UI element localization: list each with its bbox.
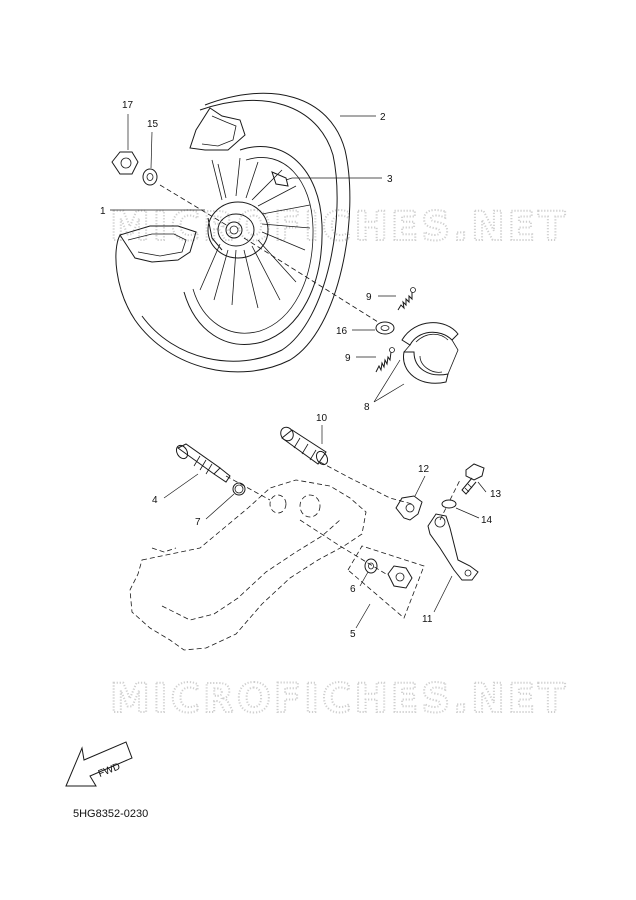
callout-7: 7 (195, 517, 201, 528)
callout-1: 1 (100, 206, 106, 217)
cam-shaft-10 (280, 426, 329, 466)
washer-14 (441, 499, 457, 509)
nut-17 (111, 151, 139, 175)
circlip-7 (232, 482, 246, 496)
callout-8: 8 (364, 402, 370, 413)
shaft-4 (175, 443, 231, 483)
washer-15 (142, 168, 158, 186)
callout-4: 4 (152, 495, 158, 506)
brake-shoe-set-8 (401, 322, 459, 384)
spring-9-lower (375, 347, 395, 373)
callout-9-lower: 9 (345, 353, 351, 364)
brake-arm-11 (427, 513, 479, 581)
callout-10: 10 (316, 413, 328, 424)
callout-5: 5 (350, 629, 356, 640)
nut-5-group (387, 565, 413, 589)
callout-15: 15 (147, 119, 159, 130)
washer-6 (364, 558, 378, 574)
rear-wheel (115, 92, 351, 373)
callout-13: 13 (490, 489, 502, 500)
callout-9-upper: 9 (366, 292, 372, 303)
washer-16 (375, 321, 395, 335)
bolt-13 (461, 463, 485, 495)
watermark-bottom: MICROFICHES.NET (110, 676, 568, 722)
callout-6: 6 (350, 584, 356, 595)
watermark-top: MICROFICHES.NET (110, 204, 568, 250)
callout-17: 17 (122, 100, 134, 111)
fwd-label: FWD (97, 761, 122, 780)
callout-16: 16 (336, 326, 348, 337)
callout-12: 12 (418, 464, 430, 475)
callout-2: 2 (380, 112, 386, 123)
indicator-plate-12 (395, 495, 423, 521)
fwd-arrow-icon: FWD (65, 741, 133, 787)
spring-9-upper (397, 287, 416, 311)
callout-3: 3 (387, 174, 393, 185)
diagram-code: 5HG8352-0230 (73, 808, 149, 820)
callout-14: 14 (481, 515, 493, 526)
callout-11: 11 (422, 614, 433, 625)
